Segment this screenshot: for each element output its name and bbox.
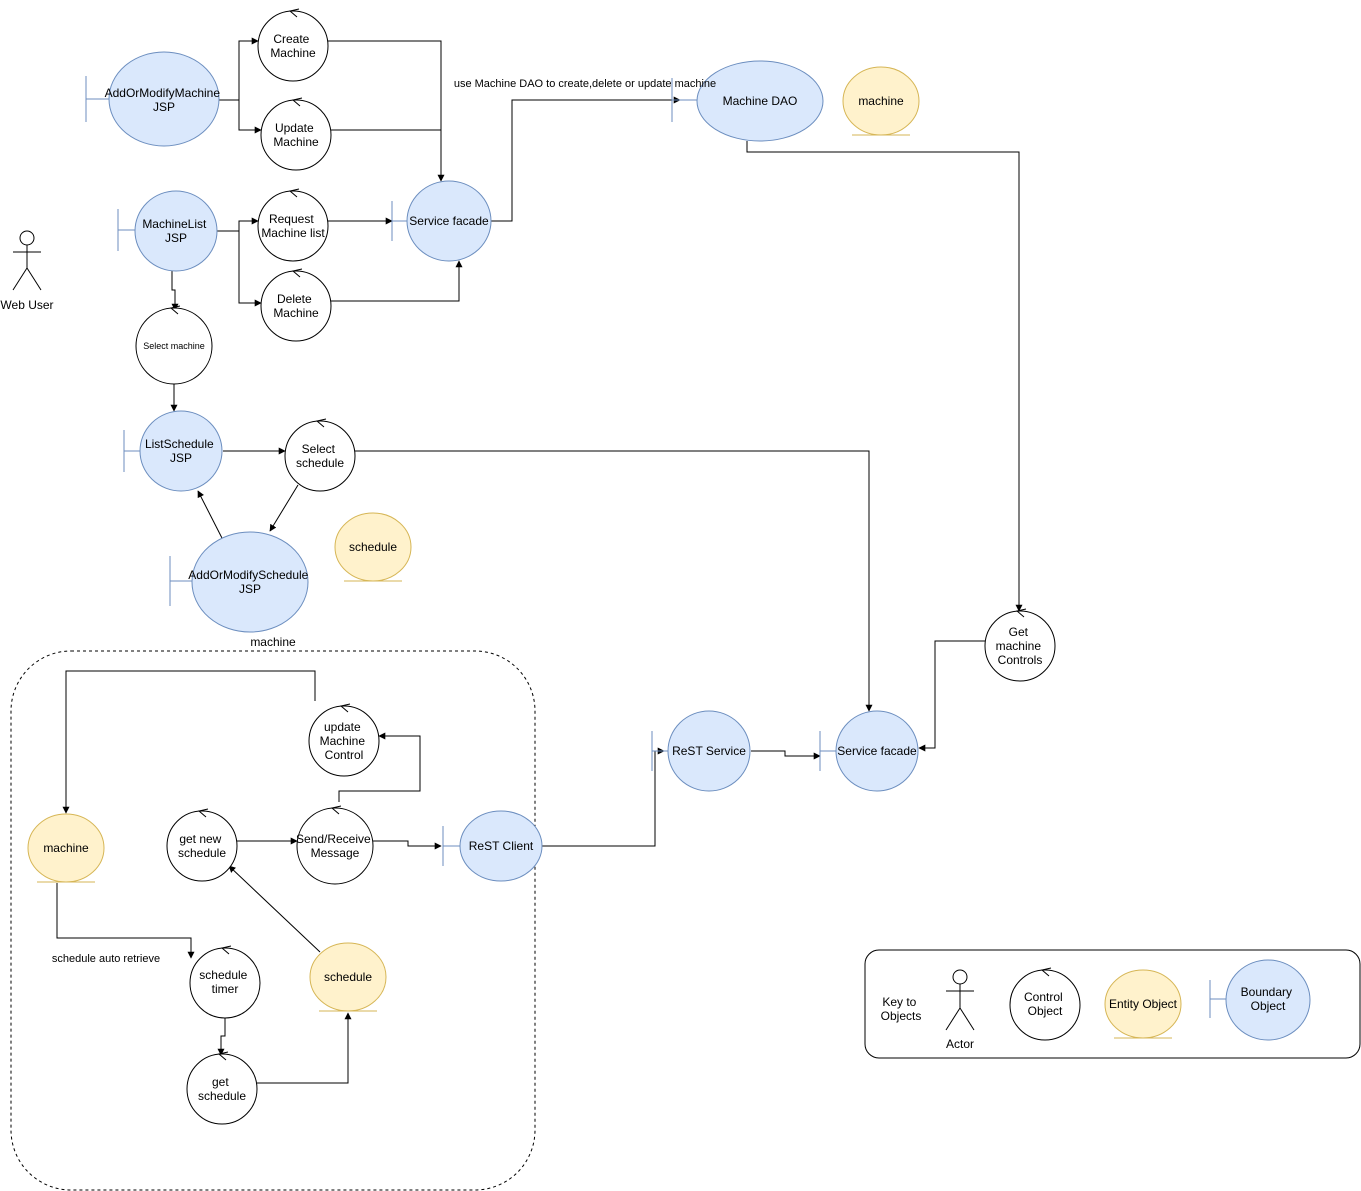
control-send-receive-message: Send/Receive Message [296, 805, 374, 885]
entity-machine-top: machine [842, 66, 920, 136]
control-select-machine-label: Select machine [143, 341, 205, 351]
control-schedule-timer-label: schedule timer [199, 968, 250, 996]
control-select-schedule-label: Select schedule [296, 442, 344, 470]
edge-updatecontrol-to-machine [62, 670, 316, 814]
control-update-machine: Update Machine [260, 97, 332, 171]
entity-machine-left: machine [27, 813, 105, 883]
edge-selectschedule-to-addmodifyschedule [269, 484, 299, 532]
control-delete-machine-label: Delete Machine [273, 292, 319, 320]
edge-timer-to-getschedule [217, 1018, 226, 1056]
control-update-machine-control-label: update Machine Control [320, 720, 369, 762]
legend-title: Key to Objects [881, 995, 922, 1023]
control-get-schedule-label: get schedule [198, 1075, 246, 1103]
legend-control-label: Control Object [1024, 990, 1066, 1018]
edge-machine-to-timer [56, 883, 195, 959]
legend-actor-label: Actor [946, 1037, 974, 1051]
control-update-machine-control: update Machine Control [308, 703, 380, 777]
web-user-label: Web User [0, 298, 53, 312]
control-get-machine-controls-label: Get machine Controls [996, 625, 1045, 667]
boundary-service-facade-bottom: Service facade [819, 710, 919, 792]
boundary-list-schedule: ListSchedule JSP [123, 410, 223, 492]
edge-restclient-to-restservice [542, 747, 665, 847]
entity-schedule-mid: schedule [334, 512, 412, 582]
entity-schedule-mid-label: schedule [349, 540, 397, 554]
boundary-machine-list: MachineList JSP [117, 190, 218, 272]
edge-list-to-request [217, 217, 259, 232]
control-get-new-schedule-label: get new schedule [178, 832, 226, 860]
edges [56, 37, 1023, 1084]
legend-entity-label: Entity Object [1109, 997, 1178, 1011]
edge-getschedule-to-schedule [257, 1012, 352, 1084]
edge-send-to-restclient [373, 840, 442, 850]
edge-delete-to-facade [331, 260, 463, 302]
control-get-schedule: get schedule [186, 1051, 258, 1125]
control-create-machine-label: Create Machine [270, 32, 316, 60]
entity-schedule-bottom-label: schedule [324, 970, 372, 984]
legend-entity: Entity Object [1104, 969, 1182, 1039]
control-select-machine: Select machine [135, 305, 213, 385]
annotation-group-label: machine [250, 635, 296, 649]
control-update-machine-label: Update Machine [273, 121, 319, 149]
annotation-dao-usage: use Machine DAO to create,delete or upda… [454, 78, 716, 90]
edge-send-to-updatecontrol [338, 732, 421, 802]
control-request-machine-list-label: Request Machine list [261, 212, 325, 240]
edge-create-to-facade [328, 40, 445, 182]
control-delete-machine: Delete Machine [260, 268, 332, 342]
boundary-machine-dao: Machine DAO [671, 60, 824, 142]
edge-addmodify-to-create [219, 37, 259, 101]
legend-actor: Actor [945, 969, 975, 1051]
legend-boundary-label: Boundary Object [1241, 985, 1296, 1013]
boundary-addmodify-schedule: AddOrModifySchedule JSP [169, 531, 311, 633]
edge-schedule-to-getnew [228, 865, 321, 953]
control-get-machine-controls: Get machine Controls [984, 608, 1056, 682]
boundary-machine-dao-label: Machine DAO [723, 94, 798, 108]
machine-group-container [10, 650, 536, 1191]
entity-machine-left-label: machine [43, 841, 89, 855]
edge-list-to-selectmachine [171, 271, 179, 311]
control-send-receive-message-label: Send/Receive Message [296, 832, 374, 860]
edge-facade-to-dao [491, 96, 681, 222]
boundary-list-schedule-label: ListSchedule JSP [145, 437, 217, 465]
control-create-machine: Create Machine [257, 8, 329, 82]
boundary-service-facade-bottom-label: Service facade [837, 744, 917, 758]
edge-restservice-to-facade [751, 750, 821, 760]
boundary-service-facade-top: Service facade [391, 180, 492, 262]
boundary-machine-list-label: MachineList JSP [142, 217, 209, 245]
legend-container [864, 949, 1361, 1059]
control-get-new-schedule: get new schedule [166, 808, 238, 882]
legend-boundary: Boundary Object [1209, 959, 1311, 1041]
boundary-addmodify-machine: AddOrModifyMachine JSP [85, 51, 224, 147]
edge-addmodify-to-update [238, 100, 262, 134]
control-schedule-timer: schedule timer [189, 945, 261, 1019]
boundary-addmodify-machine-label: AddOrModifyMachine JSP [105, 86, 224, 114]
edge-list-to-delete [238, 231, 262, 307]
legend-control: Control Object [1009, 967, 1081, 1041]
edge-selectschedule-to-facade [355, 450, 873, 712]
control-select-schedule: Select schedule [284, 418, 356, 492]
legend: Key to Objects Actor Control Object Enti… [881, 959, 1311, 1051]
web-user-actor: Web User [0, 230, 54, 312]
boundary-service-facade-top-label: Service facade [409, 214, 489, 228]
boundary-addmodify-schedule-label: AddOrModifySchedule JSP [188, 568, 311, 596]
boundary-rest-service-label: ReST Service [672, 744, 746, 758]
boundary-rest-client: ReST Client [442, 810, 543, 882]
edge-dao-to-getcontrols [746, 141, 1023, 612]
boundary-rest-service: ReST Service [651, 710, 751, 792]
edge-addmodifyschedule-to-listschedule [197, 490, 225, 543]
entity-machine-top-label: machine [858, 94, 904, 108]
control-request-machine-list: Request Machine list [257, 188, 329, 262]
boundary-rest-client-label: ReST Client [469, 839, 534, 853]
entity-schedule-bottom: schedule [309, 942, 387, 1012]
annotation-auto-retrieve: schedule auto retrieve [52, 953, 160, 965]
edge-getcontrols-to-facade [918, 640, 985, 752]
